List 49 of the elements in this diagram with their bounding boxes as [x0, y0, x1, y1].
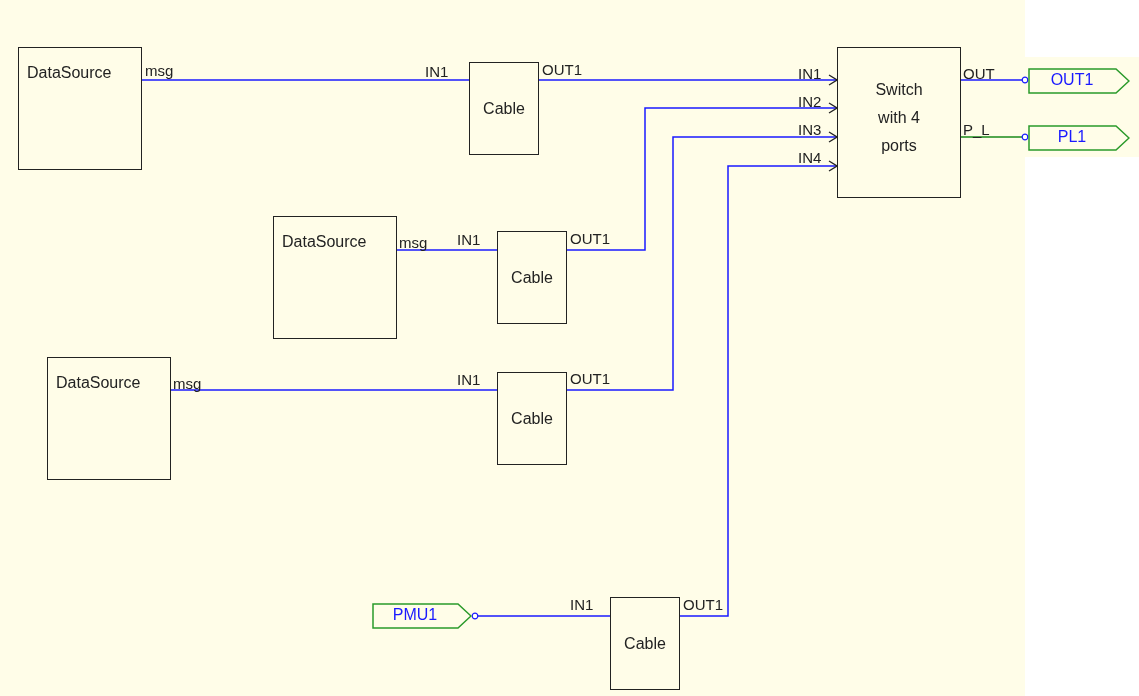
block-title: DataSource	[27, 64, 112, 82]
switch-block	[837, 47, 961, 198]
port-label: IN1	[457, 232, 481, 247]
port-label: IN3	[798, 122, 822, 137]
port-label: IN4	[798, 150, 822, 165]
block-title: Switch with 4 ports	[874, 80, 924, 156]
block-box	[610, 597, 680, 690]
port-label: OUT1	[570, 371, 610, 386]
port-label: IN1	[798, 66, 822, 81]
block-box	[469, 62, 539, 155]
port-label: IN1	[425, 64, 449, 79]
connector-wire	[960, 133, 1029, 141]
block-box	[47, 357, 171, 480]
port-label: msg	[399, 235, 428, 250]
block-box	[497, 372, 567, 465]
connector-wire	[170, 389, 498, 391]
block-box	[497, 231, 567, 324]
port-label: msg	[145, 63, 174, 78]
block-box	[18, 47, 142, 170]
connector-wire	[141, 79, 470, 81]
block-title: Cable	[510, 409, 554, 428]
port-label: IN1	[457, 372, 481, 387]
port-name: OUT1	[1049, 71, 1095, 89]
block-title: DataSource	[56, 374, 141, 392]
port-label: IN2	[798, 94, 822, 109]
port-label: OUT1	[542, 62, 582, 77]
port-label: OUT1	[683, 597, 723, 612]
port-label: P_L	[963, 122, 990, 137]
port-connector	[1028, 125, 1130, 151]
port-name: PMU1	[391, 606, 439, 624]
connector-wire	[396, 249, 498, 251]
block-title: Cable	[510, 268, 554, 287]
port-name: PL1	[1056, 128, 1088, 146]
port-label: OUT	[963, 66, 995, 81]
connector-wire	[566, 131, 838, 391]
connector-wire	[679, 160, 838, 617]
block-title: Cable	[623, 634, 667, 653]
port-connector	[1028, 68, 1130, 94]
port-label: IN1	[570, 597, 594, 612]
connector-wire	[960, 76, 1029, 84]
block-title: DataSource	[282, 233, 367, 251]
port-label: msg	[173, 376, 202, 391]
port-label: OUT1	[570, 231, 610, 246]
connector-wire	[566, 102, 838, 251]
port-connector	[372, 603, 472, 629]
connector-wire	[471, 612, 611, 620]
block-box	[273, 216, 397, 339]
connector-wire	[538, 74, 838, 86]
block-title: Cable	[482, 99, 526, 118]
